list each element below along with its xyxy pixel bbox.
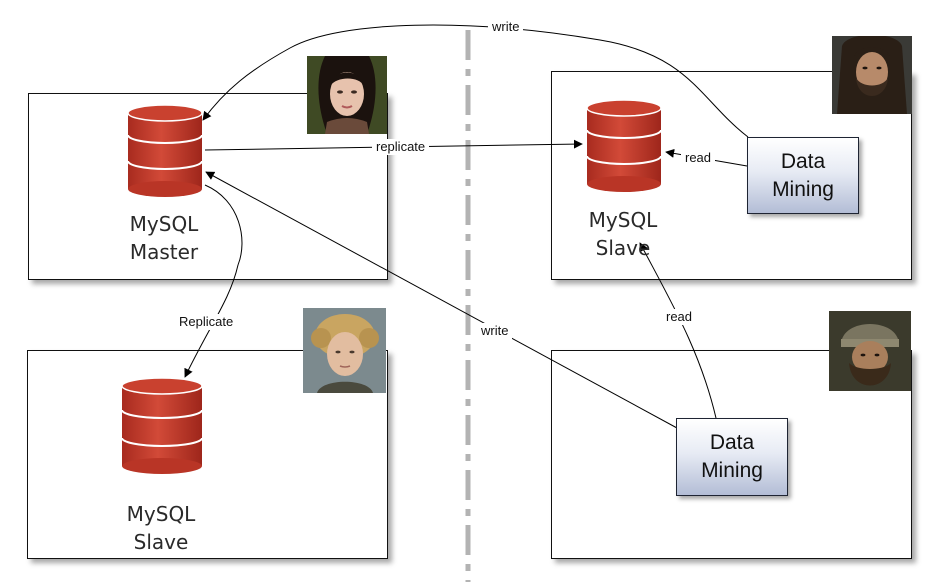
- slave-left-database-icon: [121, 377, 203, 474]
- write-top-arrow: [202, 24, 749, 138]
- slave-left-label-line2: Slave: [133, 530, 189, 554]
- master-label-line1: MySQL: [129, 212, 199, 236]
- portrait-helmeted-dwarf-icon: [829, 311, 911, 391]
- write-top-label: write: [488, 19, 524, 35]
- slave-right-label-line1: MySQL: [588, 208, 658, 232]
- replicate-left-label: Replicate: [175, 314, 238, 330]
- write-mid-label: write: [477, 323, 513, 339]
- master-label-line2: Master: [129, 240, 199, 264]
- slave-right-database-icon: [586, 99, 662, 192]
- replicate-right-label: replicate: [372, 139, 430, 155]
- slave-right-label-line2: Slave: [595, 236, 651, 260]
- read-mid-arrow: [639, 242, 717, 419]
- data-mining-bottom-box: Data Mining: [676, 418, 788, 496]
- slave-left-label-line1: MySQL: [126, 502, 196, 526]
- portrait-woman-dark-hair-icon: [307, 56, 387, 134]
- replicate-left-arrow: [184, 184, 243, 378]
- portrait-curly-blond-boy-icon: [303, 308, 386, 393]
- portrait-bearded-man-icon: [832, 36, 912, 114]
- read-mid-label: read: [662, 309, 697, 325]
- master-database-icon: [127, 104, 203, 197]
- data-mining-top-box: Data Mining: [747, 137, 859, 214]
- master-label: MySQL Master: [84, 210, 244, 266]
- write-mid-arrow: [205, 171, 678, 429]
- read-top-label: read: [681, 150, 716, 166]
- slave-right-label: MySQL Slave: [543, 206, 703, 262]
- slave-left-label: MySQL Slave: [81, 500, 241, 556]
